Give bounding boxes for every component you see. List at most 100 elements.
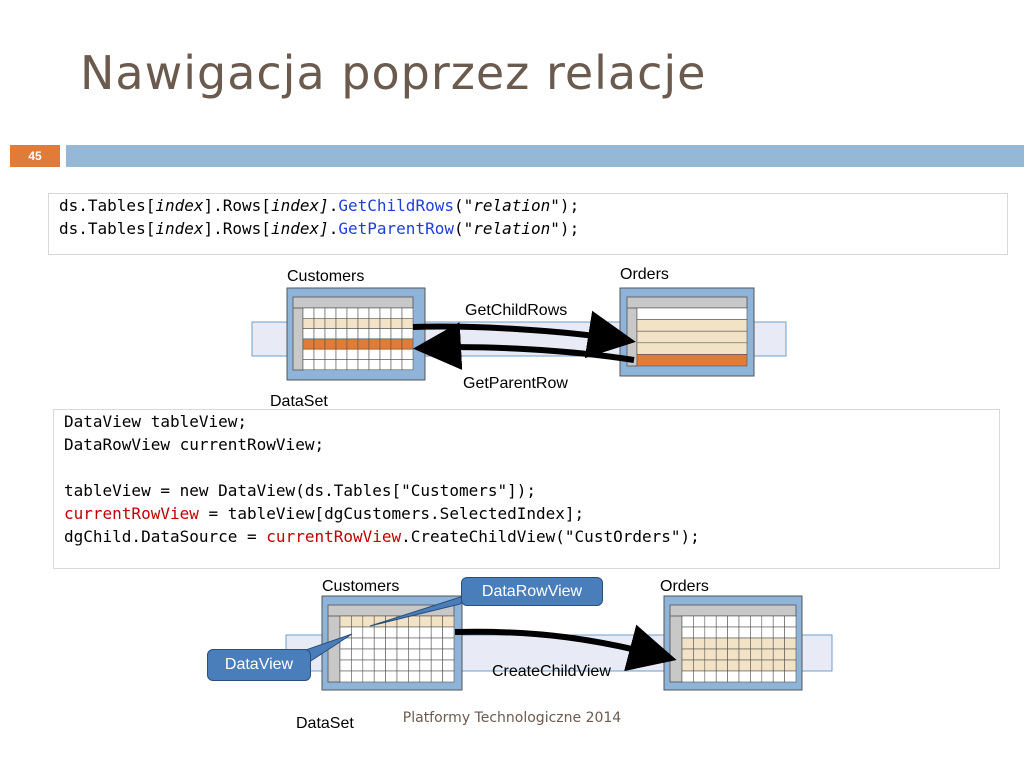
table-cell [313, 328, 326, 340]
code-line-getchildrows: ds.Tables[index].Rows[index].GetChildRow… [59, 194, 1007, 217]
code-method: GetChildRows [338, 196, 454, 215]
table-cell [727, 659, 740, 672]
table-cell [379, 359, 392, 371]
table-cell [346, 338, 359, 350]
table-cell [681, 626, 694, 639]
table-cell [636, 342, 748, 355]
table-cell [693, 670, 706, 683]
table-cell [390, 307, 403, 319]
table-cell [324, 317, 337, 329]
table-cell [379, 317, 392, 329]
table-cell [335, 338, 348, 350]
orders-label: Orders [620, 266, 669, 283]
table-cell [368, 359, 381, 371]
table-cell [681, 670, 694, 683]
table-cell [396, 670, 409, 683]
table-cell [784, 615, 797, 628]
table-cell [346, 328, 359, 340]
code-token: relation [473, 219, 551, 238]
code-token: "); [550, 196, 580, 215]
code-token: ].Rows[ [203, 196, 271, 215]
table-cell [772, 637, 785, 650]
table-cell [346, 307, 359, 319]
table-cell [401, 348, 414, 360]
table-cell [302, 338, 315, 350]
table-cell [419, 626, 432, 639]
table-cell [357, 338, 370, 350]
table-cell [339, 615, 352, 628]
table-cell [368, 317, 381, 329]
code-token: index] [270, 196, 329, 215]
table-cell [373, 626, 386, 639]
table-cell [346, 348, 359, 360]
customers-label-2: Customers [322, 578, 399, 595]
table-cell [704, 659, 717, 672]
table-cell [401, 338, 414, 350]
code-method: GetParentRow [338, 219, 454, 238]
table-cell [396, 648, 409, 661]
table-cell [715, 648, 728, 661]
table-cell [373, 637, 386, 650]
table-cell [324, 338, 337, 350]
table-cell [738, 659, 751, 672]
dataview-callout: DataView [207, 649, 311, 681]
table-cell [430, 659, 443, 672]
code-token: .CreateChildView("CustOrders"); [401, 527, 700, 546]
table-cell [313, 317, 326, 329]
table-cell [636, 319, 748, 332]
code-token: dgChild.DataSource = [64, 527, 267, 546]
table-cell [335, 348, 348, 360]
customers-table [286, 287, 426, 381]
table-cell [385, 670, 398, 683]
table-cell [430, 626, 443, 639]
table-cell [313, 348, 326, 360]
code-token: index [155, 219, 204, 238]
table-cell [761, 626, 774, 639]
table-cell [324, 307, 337, 319]
table-cell [339, 670, 352, 683]
table-cell [385, 648, 398, 661]
table-cell [368, 338, 381, 350]
table-cell [351, 648, 364, 661]
code-token: (" [453, 219, 474, 238]
code-token: ds.Tables[ [59, 219, 156, 238]
code-variable: currentRowView [64, 504, 199, 523]
table-cell [390, 317, 403, 329]
table-cell [738, 615, 751, 628]
table-cell [302, 328, 315, 340]
slide-title: Nawigacja poprzez relacje [80, 46, 707, 100]
getparentrow-label: GetParentRow [463, 375, 568, 392]
code-token: = tableView[dgCustomers.SelectedIndex]; [198, 504, 585, 523]
table-cell [346, 317, 359, 329]
table-cell [419, 637, 432, 650]
table-cell [313, 338, 326, 350]
table-cell [419, 659, 432, 672]
table-cell [784, 648, 797, 661]
code-line: tableView = new DataView(ds.Tables["Cust… [64, 481, 537, 500]
createchildview-label: CreateChildView [492, 663, 611, 680]
table-cell [750, 615, 763, 628]
table-cell [368, 328, 381, 340]
table-cell [408, 659, 421, 672]
table-cell [761, 615, 774, 628]
table-cell [385, 659, 398, 672]
code-line: DataRowView currentRowView; [64, 435, 325, 454]
table-cell [727, 637, 740, 650]
table-cell [313, 307, 326, 319]
table-cell [727, 615, 740, 628]
table-cell [339, 659, 352, 672]
table-cell [704, 670, 717, 683]
code-line: currentRowView = tableView[dgCustomers.S… [64, 502, 999, 525]
table-cell [727, 670, 740, 683]
createchildview-arrow [454, 624, 677, 672]
table-cell [390, 359, 403, 371]
table-cell [419, 648, 432, 661]
code-token: ].Rows[ [203, 219, 271, 238]
table-cell [390, 348, 403, 360]
code-token: index] [270, 219, 329, 238]
table-cell [401, 359, 414, 371]
table-cell [357, 328, 370, 340]
table-cell [430, 637, 443, 650]
table-cell [385, 637, 398, 650]
orders-table [619, 287, 755, 377]
